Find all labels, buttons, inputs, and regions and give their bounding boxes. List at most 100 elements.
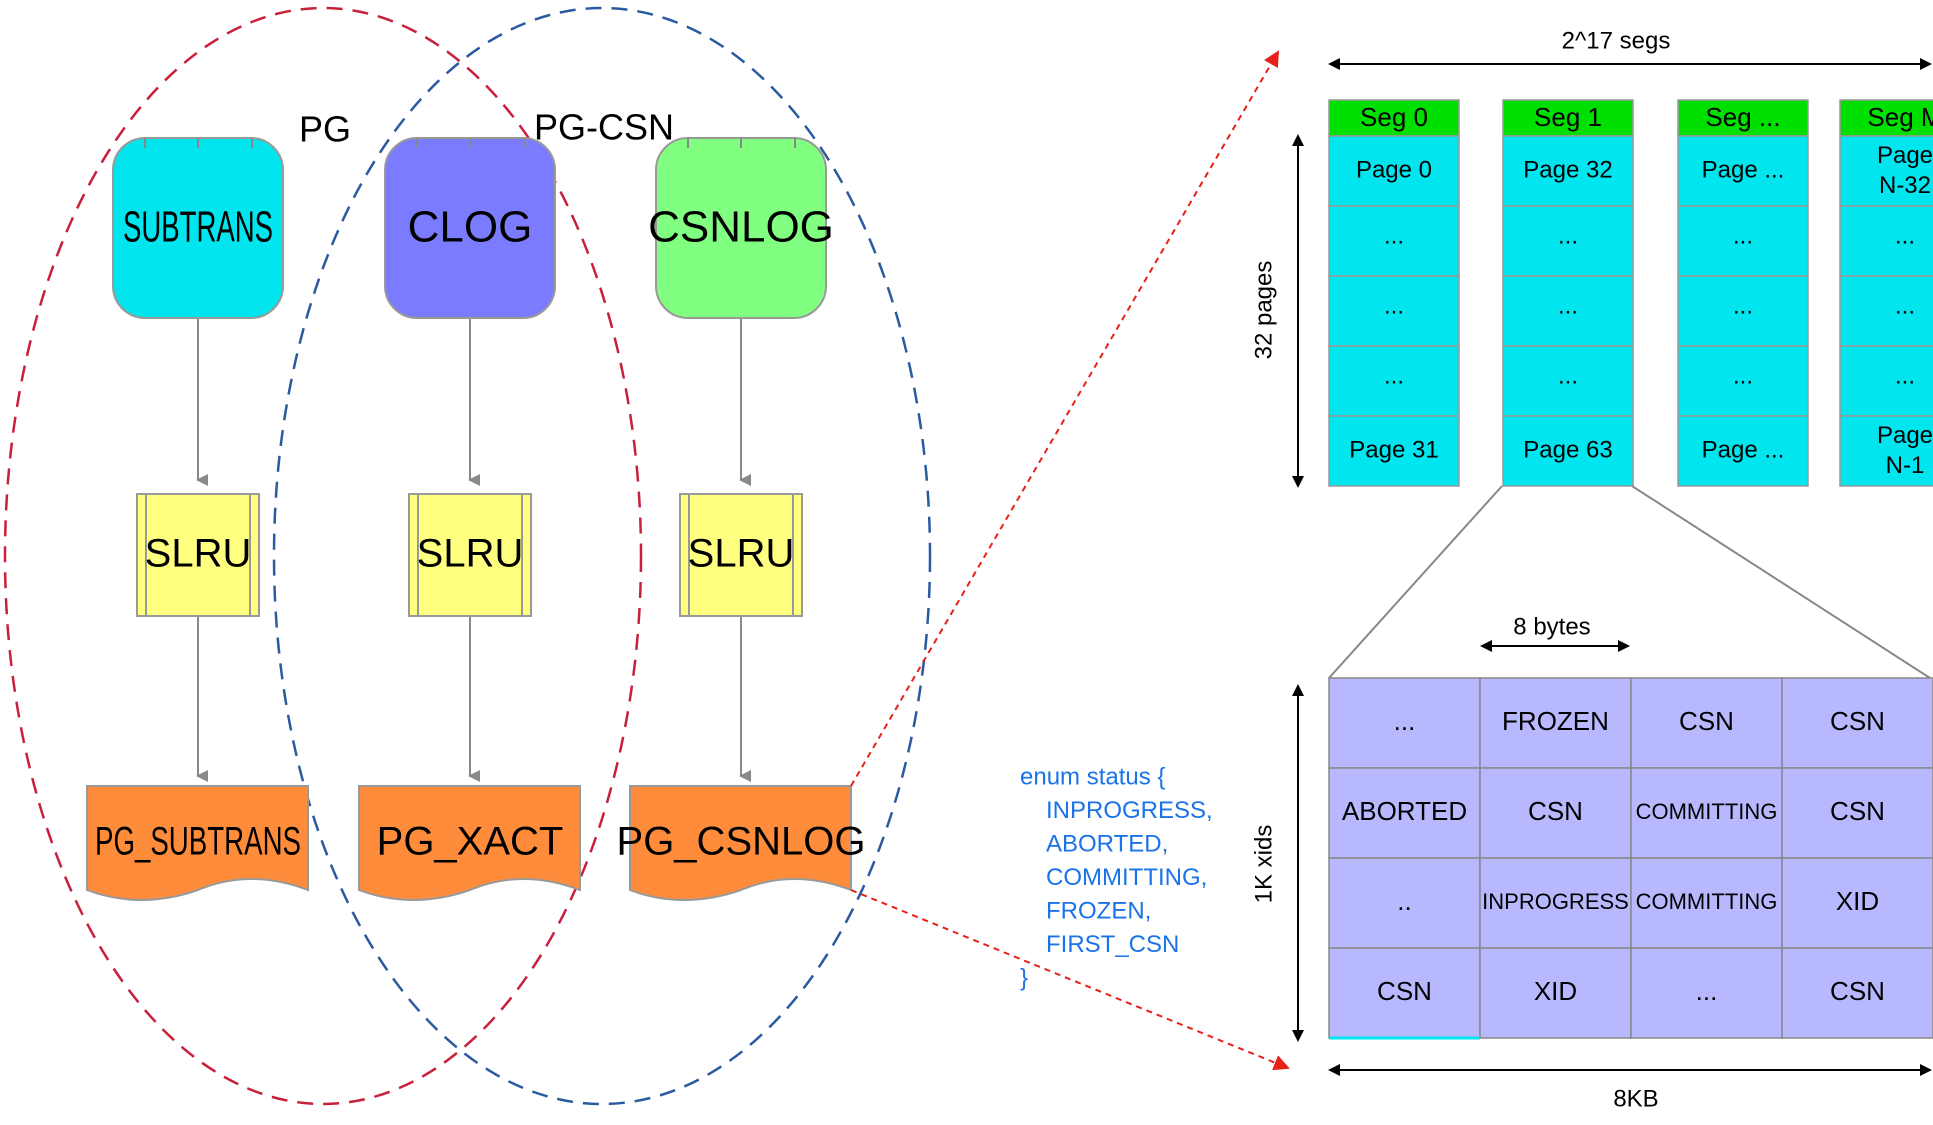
- page-cell: [1839, 135, 1933, 207]
- xid-cell-label: COMMITTING: [1636, 799, 1778, 824]
- xid-cell-label: ABORTED: [1342, 796, 1467, 826]
- page-cell: [1677, 205, 1809, 277]
- subtrans-label: SUBTRANS: [123, 203, 273, 252]
- page-cell: [1502, 135, 1634, 207]
- page-cell: [1839, 275, 1933, 347]
- page-cell-label: Page 63: [1523, 436, 1612, 463]
- xid-cell-label: CSN: [1679, 706, 1734, 736]
- xid-cell-label: INPROGRESS: [1482, 889, 1629, 914]
- clog-label: CLOG: [408, 203, 533, 252]
- xid-cell-label: CSN: [1830, 976, 1885, 1006]
- xid-cell-label: XID: [1836, 886, 1879, 916]
- zoom-link-bottom: [850, 889, 1290, 1071]
- csnlog-slru-box: [679, 493, 803, 617]
- segments-width-label: 2^17 segs: [1562, 27, 1671, 54]
- xid-status-grid: ... FROZEN CSN CSN ABORTED CSN COMMITTING CSN..…: [1328, 677, 1933, 1040]
- page-cell-label: Page 31: [1349, 436, 1438, 463]
- enum-status-block: enum status { INPROGRESS, ABORTED, COMMITTI…: [1020, 763, 1213, 991]
- page-cell-label: ...: [1558, 292, 1578, 319]
- page-height-label: 1K xids: [1250, 825, 1277, 904]
- clog-slru-box: [408, 493, 532, 617]
- subtrans-slru-label: SLRU: [145, 532, 252, 576]
- segment-header-label: Seg 0: [1360, 102, 1428, 132]
- pg-set-label: PG: [299, 109, 351, 150]
- xid-cell-label: CSN: [1528, 796, 1583, 826]
- enum-status-line: COMMITTING,: [1046, 864, 1207, 891]
- xid-cell: [1479, 767, 1632, 859]
- pg-csn-set-circle: [272, 6, 932, 1106]
- pg-csnlog-label: PG_CSNLOG: [617, 820, 866, 864]
- xid-cell: [1479, 677, 1632, 769]
- xid-cell-label: ...: [1394, 706, 1416, 736]
- page-zoom-right: [1631, 485, 1931, 679]
- clog-column: CLOG SLRU PG_XACT: [358, 137, 581, 901]
- subtrans-column: SUBTRANS SLRU PG_SUBTRANS: [86, 137, 309, 901]
- page-cell-label: Page 32: [1523, 156, 1612, 183]
- enum-status-line: enum status {: [1020, 763, 1165, 790]
- xid-cell: [1781, 767, 1933, 859]
- segments-height-label: 32 pages: [1250, 261, 1277, 360]
- pg-subtrans-label: PG_SUBTRANS: [95, 820, 301, 864]
- page-cell-label: ...: [1384, 292, 1404, 319]
- page-cell: [1328, 135, 1460, 207]
- xid-cell: [1781, 947, 1933, 1039]
- xid-cell-label: CSN: [1830, 796, 1885, 826]
- page-cell: [1502, 275, 1634, 347]
- xid-cell: [1630, 767, 1783, 859]
- page-cell-label: ...: [1558, 222, 1578, 249]
- pg-set-circle: [3, 6, 643, 1106]
- page-cell: [1677, 415, 1809, 487]
- page-cell: [1328, 275, 1460, 347]
- page-cell-label: ...: [1895, 222, 1915, 249]
- page-cell: [1839, 345, 1933, 417]
- xid-cell-label: ...: [1696, 976, 1718, 1006]
- csnlog-slru-label: SLRU: [688, 532, 795, 576]
- page-cell-label: ...: [1384, 362, 1404, 389]
- page-cell-label: Page ...: [1702, 436, 1785, 463]
- subtrans-slru-box: [136, 493, 260, 617]
- xid-cell: [1479, 947, 1632, 1039]
- pg-xact-file: [358, 785, 581, 901]
- csnlog-label: CSNLOG: [648, 203, 834, 252]
- page-cell: [1502, 415, 1634, 487]
- page-cell: [1328, 415, 1460, 487]
- enum-status-line: FIRST_CSN: [1046, 931, 1179, 958]
- page-detail: 8 bytes 1K xids ... FROZEN CSN CSN ABORTED CS…: [1250, 613, 1933, 1112]
- page-cell-label: ...: [1558, 362, 1578, 389]
- page-cell-label: ...: [1895, 292, 1915, 319]
- enum-status-line: ABORTED,: [1046, 830, 1168, 857]
- page-cell-label: ...: [1384, 222, 1404, 249]
- page-zoom-left: [1328, 485, 1503, 679]
- pg-csn-set-label: PG-CSN: [534, 107, 674, 148]
- page-cell-label: Page ...: [1702, 156, 1785, 183]
- page-cell-label: ...: [1733, 362, 1753, 389]
- cell-width-label: 8 bytes: [1513, 613, 1590, 640]
- xid-cell: [1479, 857, 1632, 949]
- segment-header: [1328, 99, 1460, 137]
- segment-column-seg: Seg ...Page ............Page ...: [1677, 99, 1809, 487]
- zoom-link-top: [850, 50, 1280, 787]
- page-width-label: 8KB: [1613, 1085, 1658, 1112]
- xid-cell: [1630, 947, 1783, 1039]
- segment-header-label: Seg M: [1867, 102, 1933, 132]
- enum-status-line: INPROGRESS,: [1046, 797, 1213, 824]
- xid-cell-label: CSN: [1830, 706, 1885, 736]
- pg-csnlog-file: [629, 785, 852, 901]
- enum-status-line: }: [1020, 964, 1028, 991]
- pg-subtrans-file: [86, 785, 309, 901]
- enum-status-line: FROZEN,: [1046, 897, 1151, 924]
- xid-cell-label: FROZEN: [1502, 706, 1609, 736]
- page-cell-label: ...: [1733, 222, 1753, 249]
- segment-header-label: Seg ...: [1705, 102, 1780, 132]
- xid-cell: [1328, 767, 1481, 859]
- page-cell: [1328, 205, 1460, 277]
- xid-cell-label: ..: [1397, 886, 1411, 916]
- page-cell: [1839, 415, 1933, 487]
